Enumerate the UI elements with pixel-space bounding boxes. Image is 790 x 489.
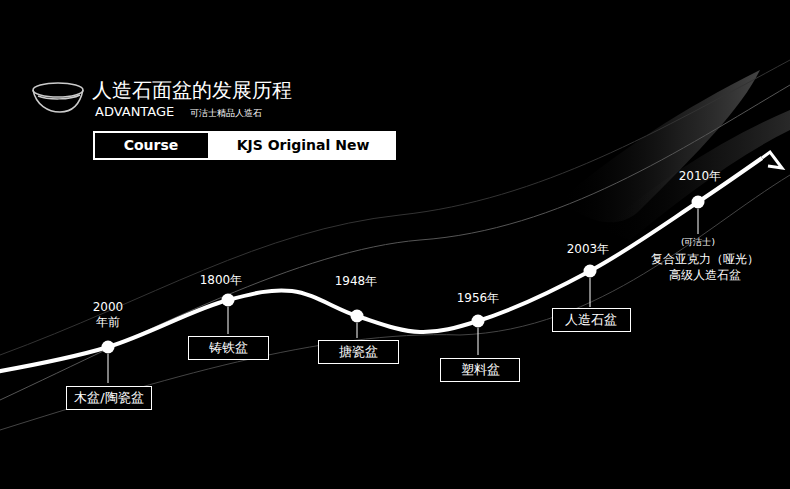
year-label: 1800年 [200,273,243,288]
smoke-swirl [600,110,790,240]
milestone-box: 搪瓷盆 [318,340,399,364]
leader-line [357,323,358,338]
bowl-icon [33,83,83,112]
milestone-dot [351,310,364,323]
milestone-dot [472,315,485,328]
leader-line [108,354,109,383]
box-text: KJS Original New [237,137,370,153]
box-text: 搪瓷盆 [339,343,378,361]
subtitle: ADVANTAGE [95,104,174,120]
title: 人造石面盆的发展历程 [92,77,292,104]
year-label: 1956年 [457,291,500,306]
box-text: 人造石盆 [565,311,617,329]
milestone-dot [584,265,597,278]
box-text: 铸铁盆 [209,339,248,357]
header-tab: Course [93,131,210,160]
milestone-box: 铸铁盆 [188,336,269,360]
leader-line [698,209,699,234]
leader-line [228,307,229,334]
product-note: (可洁士) [681,237,715,248]
guide-curve [0,175,790,430]
curve-tip [762,152,782,168]
guide-curve [0,60,790,355]
year-label: 1948年 [335,274,378,289]
product-note: 复合亚克力（哑光） 高级人造石盆 [644,252,766,283]
timeline-curve [0,158,762,372]
milestone-box: 塑料盆 [440,358,520,382]
box-text: 塑料盆 [461,361,500,379]
box-text: 木盆/陶瓷盆 [74,389,143,407]
header-tab: KJS Original New [210,131,396,160]
year-label: 2010年 [679,169,722,184]
box-text: Course [124,137,179,153]
subtitle: 可洁士精品人造石 [190,108,262,119]
guide-curve [0,85,790,400]
milestone-box: 木盆/陶瓷盆 [66,386,151,410]
year-label: 2000 年前 [90,300,126,330]
timeline [0,152,782,383]
leader-line [590,278,591,307]
leader-line [478,328,479,355]
milestone-dot [692,196,705,209]
milestone-dot [102,341,115,354]
year-label: 2003年 [567,242,610,257]
milestone-box: 人造石盆 [552,308,631,332]
milestone-dot [222,294,235,307]
